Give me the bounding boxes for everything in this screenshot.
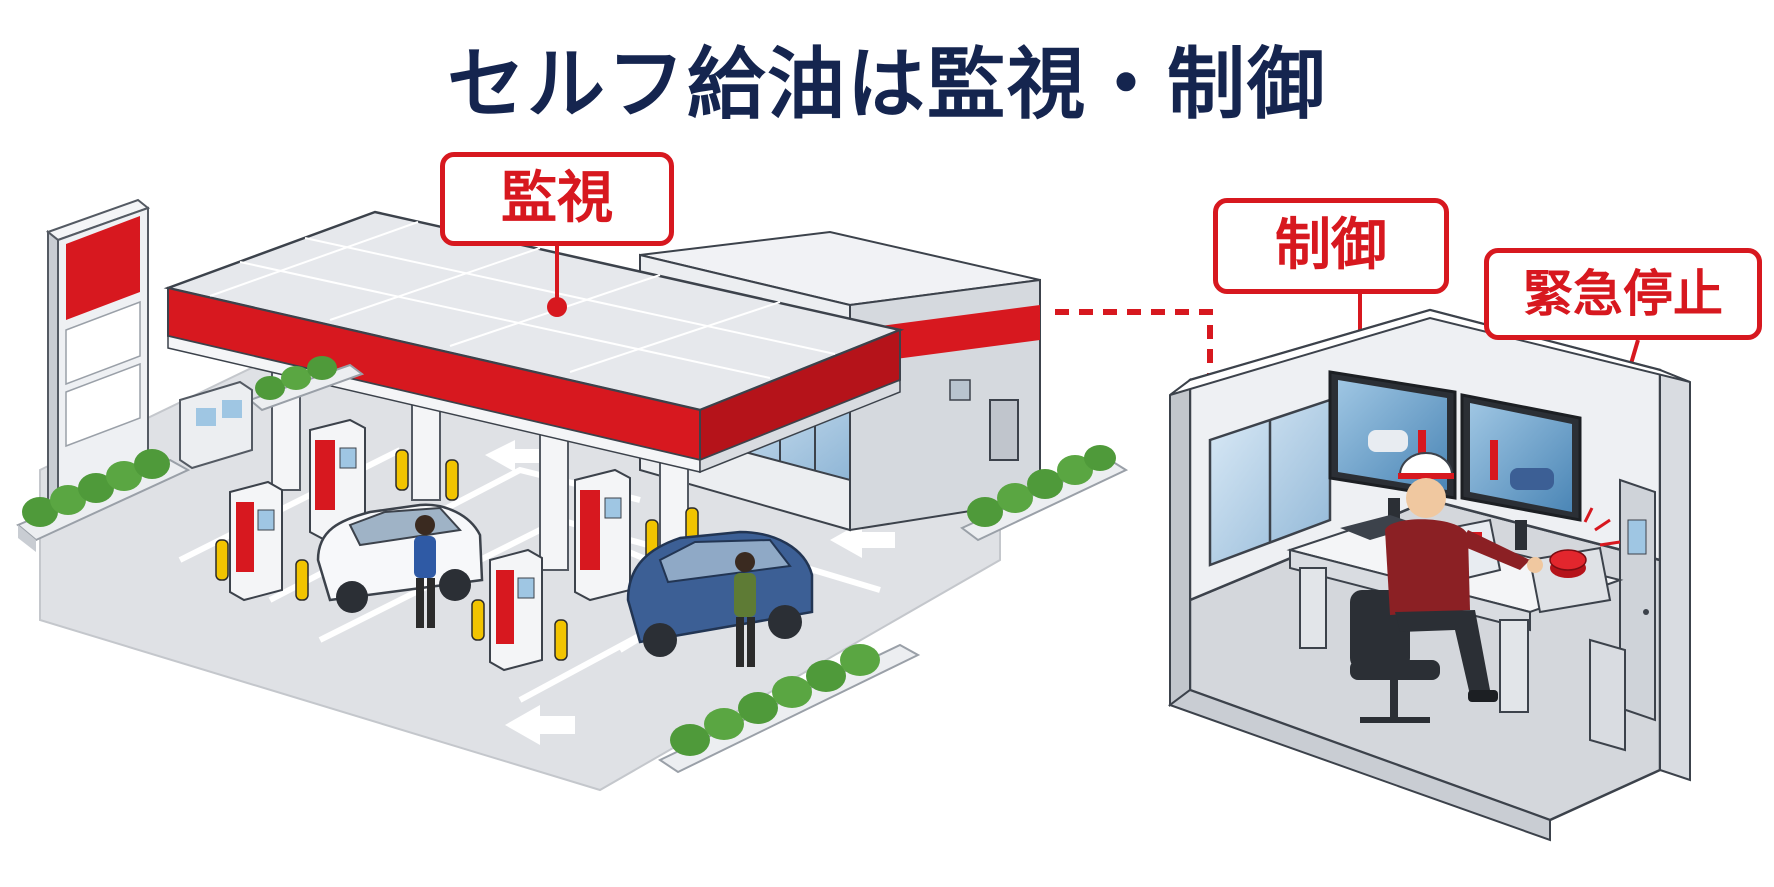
- keyboard-icon: [1340, 515, 1420, 540]
- white-car-icon: [316, 503, 484, 613]
- monitor-screen-icon: [1460, 393, 1582, 550]
- operator-person-icon: [1385, 452, 1543, 702]
- kiosk-box-icon: [179, 380, 253, 470]
- fuel-pump-icon: [229, 480, 283, 602]
- monitor-label: 監視: [440, 152, 674, 246]
- control-label: 制御: [1213, 198, 1449, 294]
- pc-tower-icon: [1589, 638, 1626, 752]
- emergency-stop-label-text: 緊急停止: [1523, 265, 1723, 323]
- fuel-pump-icon: [489, 548, 543, 672]
- customer-person-icon: [414, 515, 436, 628]
- fuel-pump-icon: [574, 468, 631, 602]
- control-room-icon: [1167, 308, 1691, 842]
- control-label-text: 制御: [1275, 213, 1387, 278]
- lane-arrow-icon: [830, 522, 895, 558]
- shrub-planter-icon: [16, 449, 191, 552]
- customer-person-icon: [734, 552, 756, 667]
- emergency-stop-label: 緊急停止: [1484, 248, 1762, 340]
- page-title: セルフ給油は監視・制御: [446, 40, 1327, 130]
- lane-arrow-icon: [505, 705, 575, 745]
- shrub-planter-icon: [960, 445, 1129, 542]
- shrub-planter-icon: [657, 643, 921, 774]
- shrub-planter-icon: [248, 356, 365, 412]
- monitor-target-dot: [547, 297, 567, 317]
- price-sign-icon: [45, 198, 151, 507]
- monitor-label-text: 監視: [501, 166, 613, 231]
- lane-arrow-icon: [485, 440, 545, 472]
- blue-car-icon: [626, 530, 814, 657]
- emergency-stop-button-icon: [1528, 507, 1621, 614]
- canopy-icon: [163, 210, 905, 581]
